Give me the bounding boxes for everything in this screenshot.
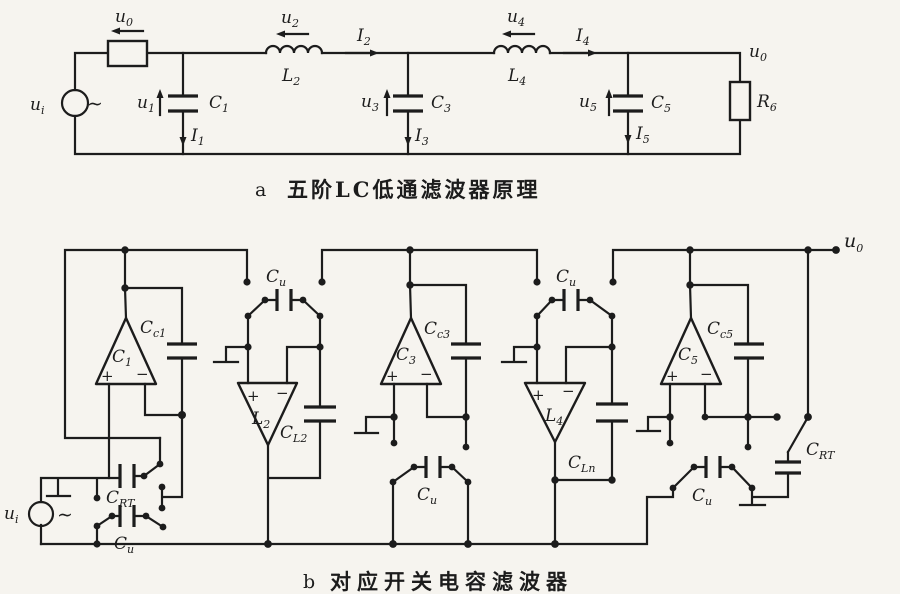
voltage-arrow-u3 [383, 89, 391, 117]
label-l2: L2 [281, 66, 300, 88]
capacitor-c1 [168, 94, 198, 113]
label-plus-c5: + [666, 367, 679, 385]
label-c3: C3 [431, 93, 451, 115]
label-i1: I1 [190, 126, 205, 148]
circuit-b: ∼ ui u0 C1 + − Cc1 L2 + − CL2 C3 + [4, 230, 863, 594]
label-u0-top: u0 [115, 7, 133, 29]
capacitor-cc1 [167, 342, 197, 360]
label-u5: u5 [579, 92, 597, 114]
voltage-arrow-u5 [605, 89, 613, 117]
caption-b-tag: b [303, 571, 315, 593]
circuit-b-wires [39, 248, 838, 546]
label-cu-mid: Cu [417, 485, 437, 507]
label-ui: ui [30, 95, 44, 117]
series-resistor [106, 39, 149, 68]
capacitor-cc5 [734, 342, 764, 360]
current-arrow-i2 [344, 49, 379, 57]
load-resistor-r6 [728, 80, 752, 122]
caption-a-tag: a [255, 179, 266, 201]
current-arrow-i1 [179, 137, 187, 146]
inductor-l2 [264, 44, 324, 55]
label-opamp-c5: C5 [678, 345, 698, 367]
label-plus-l2: + [247, 387, 260, 405]
label-u4: u4 [507, 7, 525, 29]
caption-a: 五阶LC低通滤波器原理 [287, 177, 540, 202]
label-cu-2: Cu [556, 267, 576, 289]
label-r6: R6 [756, 92, 777, 114]
label-opamp-c3: C3 [396, 345, 416, 367]
label-minus-c5: − [700, 365, 713, 383]
ac-source-b: ∼ [27, 500, 73, 528]
label-plus-c3: + [386, 367, 399, 385]
label-u3: u3 [361, 92, 379, 114]
switched-capacitor-cu-mid [424, 456, 442, 478]
label-i2: I2 [356, 26, 371, 48]
switched-capacitor-cu-1 [275, 289, 293, 311]
capacitor-cc3 [451, 342, 481, 360]
capacitor-c5 [613, 94, 643, 113]
opamp-c1 [94, 316, 158, 386]
label-minus-c1: − [136, 365, 149, 383]
source-b-tilde: ∼ [57, 504, 73, 526]
voltage-arrow-u2 [276, 30, 310, 38]
current-arrow-i5 [624, 135, 632, 144]
label-i5: I5 [635, 124, 650, 146]
source-tilde: ∼ [87, 93, 103, 115]
label-plus-c1: + [101, 367, 114, 385]
label-u0-b: u0 [844, 230, 863, 255]
label-cln: CLn [568, 453, 595, 475]
circuit-a-wires [73, 51, 742, 156]
label-u2: u2 [281, 8, 299, 30]
label-crt-output: CRT [806, 440, 836, 462]
ac-source: ∼ [60, 88, 103, 118]
switched-capacitor-cu-right [704, 456, 722, 478]
label-i4: I4 [575, 26, 590, 48]
label-plus-l4: + [532, 386, 545, 404]
voltage-arrow-u1 [156, 89, 164, 117]
label-cu-right: Cu [692, 486, 712, 508]
label-crt-input: CRT [106, 488, 136, 510]
current-arrow-i4 [562, 49, 597, 57]
capacitor-cl2 [304, 405, 336, 423]
label-u0-out: u0 [749, 42, 767, 64]
capacitor-c3 [393, 94, 423, 113]
voltage-arrow-u4 [502, 30, 536, 38]
label-l4: L4 [507, 66, 526, 88]
label-minus-l2: − [276, 384, 289, 402]
capacitor-crt-output [775, 460, 801, 475]
capacitor-cln [596, 402, 628, 423]
caption-b: 对应开关电容滤波器 [330, 569, 573, 594]
label-c1: C1 [209, 93, 229, 115]
label-u1: u1 [137, 93, 155, 115]
opamp-c5 [659, 316, 723, 386]
label-cc1: Cc1 [140, 318, 166, 340]
label-cc3: Cc3 [424, 319, 450, 341]
switched-capacitor-crt-input [118, 464, 136, 488]
label-cu-input: Cu [114, 534, 134, 556]
inductor-l4 [492, 44, 552, 55]
opamp-l2 [236, 381, 299, 447]
label-opamp-l2: L2 [251, 409, 270, 431]
label-cl2: CL2 [280, 423, 307, 445]
switched-capacitor-cu-input [118, 505, 136, 527]
label-ui-b: ui [4, 504, 18, 526]
opamp-l4 [523, 381, 587, 444]
label-minus-l4: − [562, 382, 575, 400]
junction-dots [93, 246, 840, 548]
circuit-a: ∼ [30, 7, 777, 202]
label-i3: I3 [414, 126, 429, 148]
voltage-arrow-u0 [111, 27, 145, 35]
label-cc5: Cc5 [707, 319, 733, 341]
label-cu-1: Cu [266, 267, 286, 289]
label-minus-c3: − [420, 365, 433, 383]
label-c5: C5 [651, 93, 671, 115]
label-opamp-l4: L4 [544, 406, 563, 428]
current-arrow-i3 [404, 137, 412, 146]
label-opamp-c1: C1 [112, 347, 132, 369]
opamp-c3 [379, 316, 443, 386]
switched-capacitor-cu-2 [562, 289, 580, 311]
